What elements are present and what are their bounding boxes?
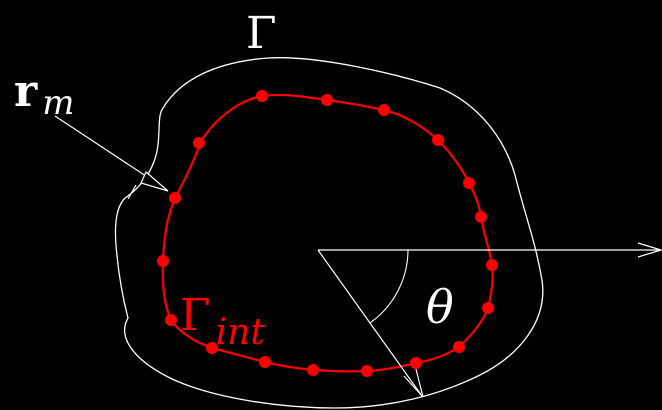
node — [193, 137, 205, 149]
arrowhead — [403, 368, 424, 398]
node — [307, 364, 319, 376]
position-vector-label: r m — [14, 66, 75, 123]
interior-boundary-subscript: int — [216, 312, 266, 353]
position-vector-main: r — [14, 66, 38, 117]
node — [169, 192, 181, 204]
node — [482, 302, 494, 314]
position-vector-subscript: m — [42, 83, 74, 123]
node — [432, 134, 444, 146]
node — [256, 90, 268, 102]
interior-boundary-label: Γ int — [180, 290, 265, 353]
outer-boundary-curve — [114, 57, 544, 409]
node — [157, 255, 169, 267]
node — [378, 104, 390, 116]
node — [410, 357, 422, 369]
outer-boundary-label: Γ — [246, 8, 277, 59]
boundary-tick — [127, 184, 137, 200]
arrowhead — [140, 171, 169, 192]
node — [486, 259, 498, 271]
arrowhead — [637, 242, 662, 258]
interior-boundary-main: Γ — [180, 290, 211, 341]
node — [259, 356, 271, 368]
angle-label: θ — [426, 280, 454, 334]
node — [321, 94, 333, 106]
node — [361, 365, 373, 377]
node — [165, 314, 177, 326]
angle-arc — [369, 249, 409, 324]
position-vector-arrow — [54, 115, 169, 192]
interior-nodes — [157, 90, 498, 377]
node — [453, 341, 465, 353]
node — [206, 342, 218, 354]
node — [463, 177, 475, 189]
node — [475, 211, 487, 223]
horizontal-ray — [318, 242, 662, 258]
